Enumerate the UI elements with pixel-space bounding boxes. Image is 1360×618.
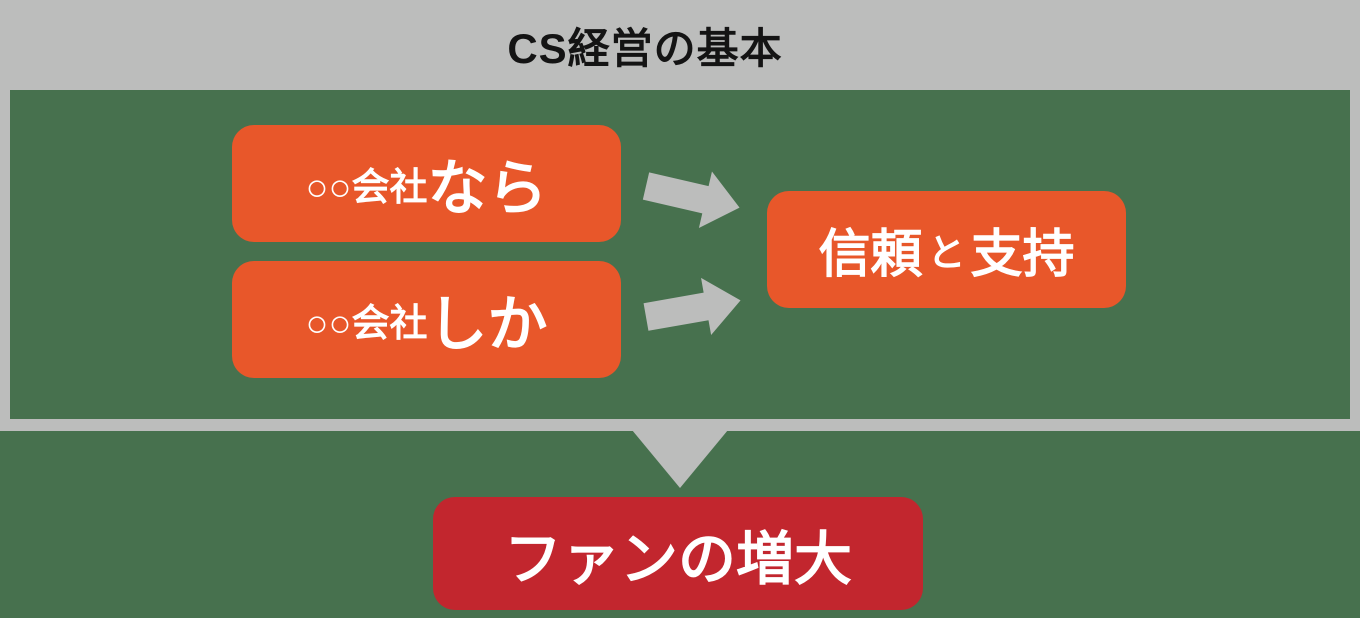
company-shika-prefix: ○○会社 bbox=[305, 303, 428, 345]
trust-support-box: 信頼 と 支持 bbox=[767, 191, 1126, 308]
fans-increase-label: ファンの増大 bbox=[503, 526, 852, 592]
company-shika-box: ○○会社しか bbox=[232, 261, 621, 378]
diagram-title: CS経営の基本 bbox=[507, 24, 783, 72]
support-word: 支持 bbox=[970, 226, 1075, 284]
trust-word: 信頼 bbox=[818, 226, 923, 284]
company-nara-box: ○○会社なら bbox=[232, 125, 621, 242]
company-nara-particle: なら bbox=[427, 155, 548, 222]
company-nara-prefix: ○○会社 bbox=[305, 167, 428, 209]
diagram-panel bbox=[10, 90, 1350, 419]
trust-connector: と bbox=[927, 233, 966, 275]
down-arrow-icon bbox=[632, 430, 728, 488]
company-shika-particle: しか bbox=[427, 291, 548, 358]
fans-increase-box: ファンの増大 bbox=[433, 497, 923, 610]
